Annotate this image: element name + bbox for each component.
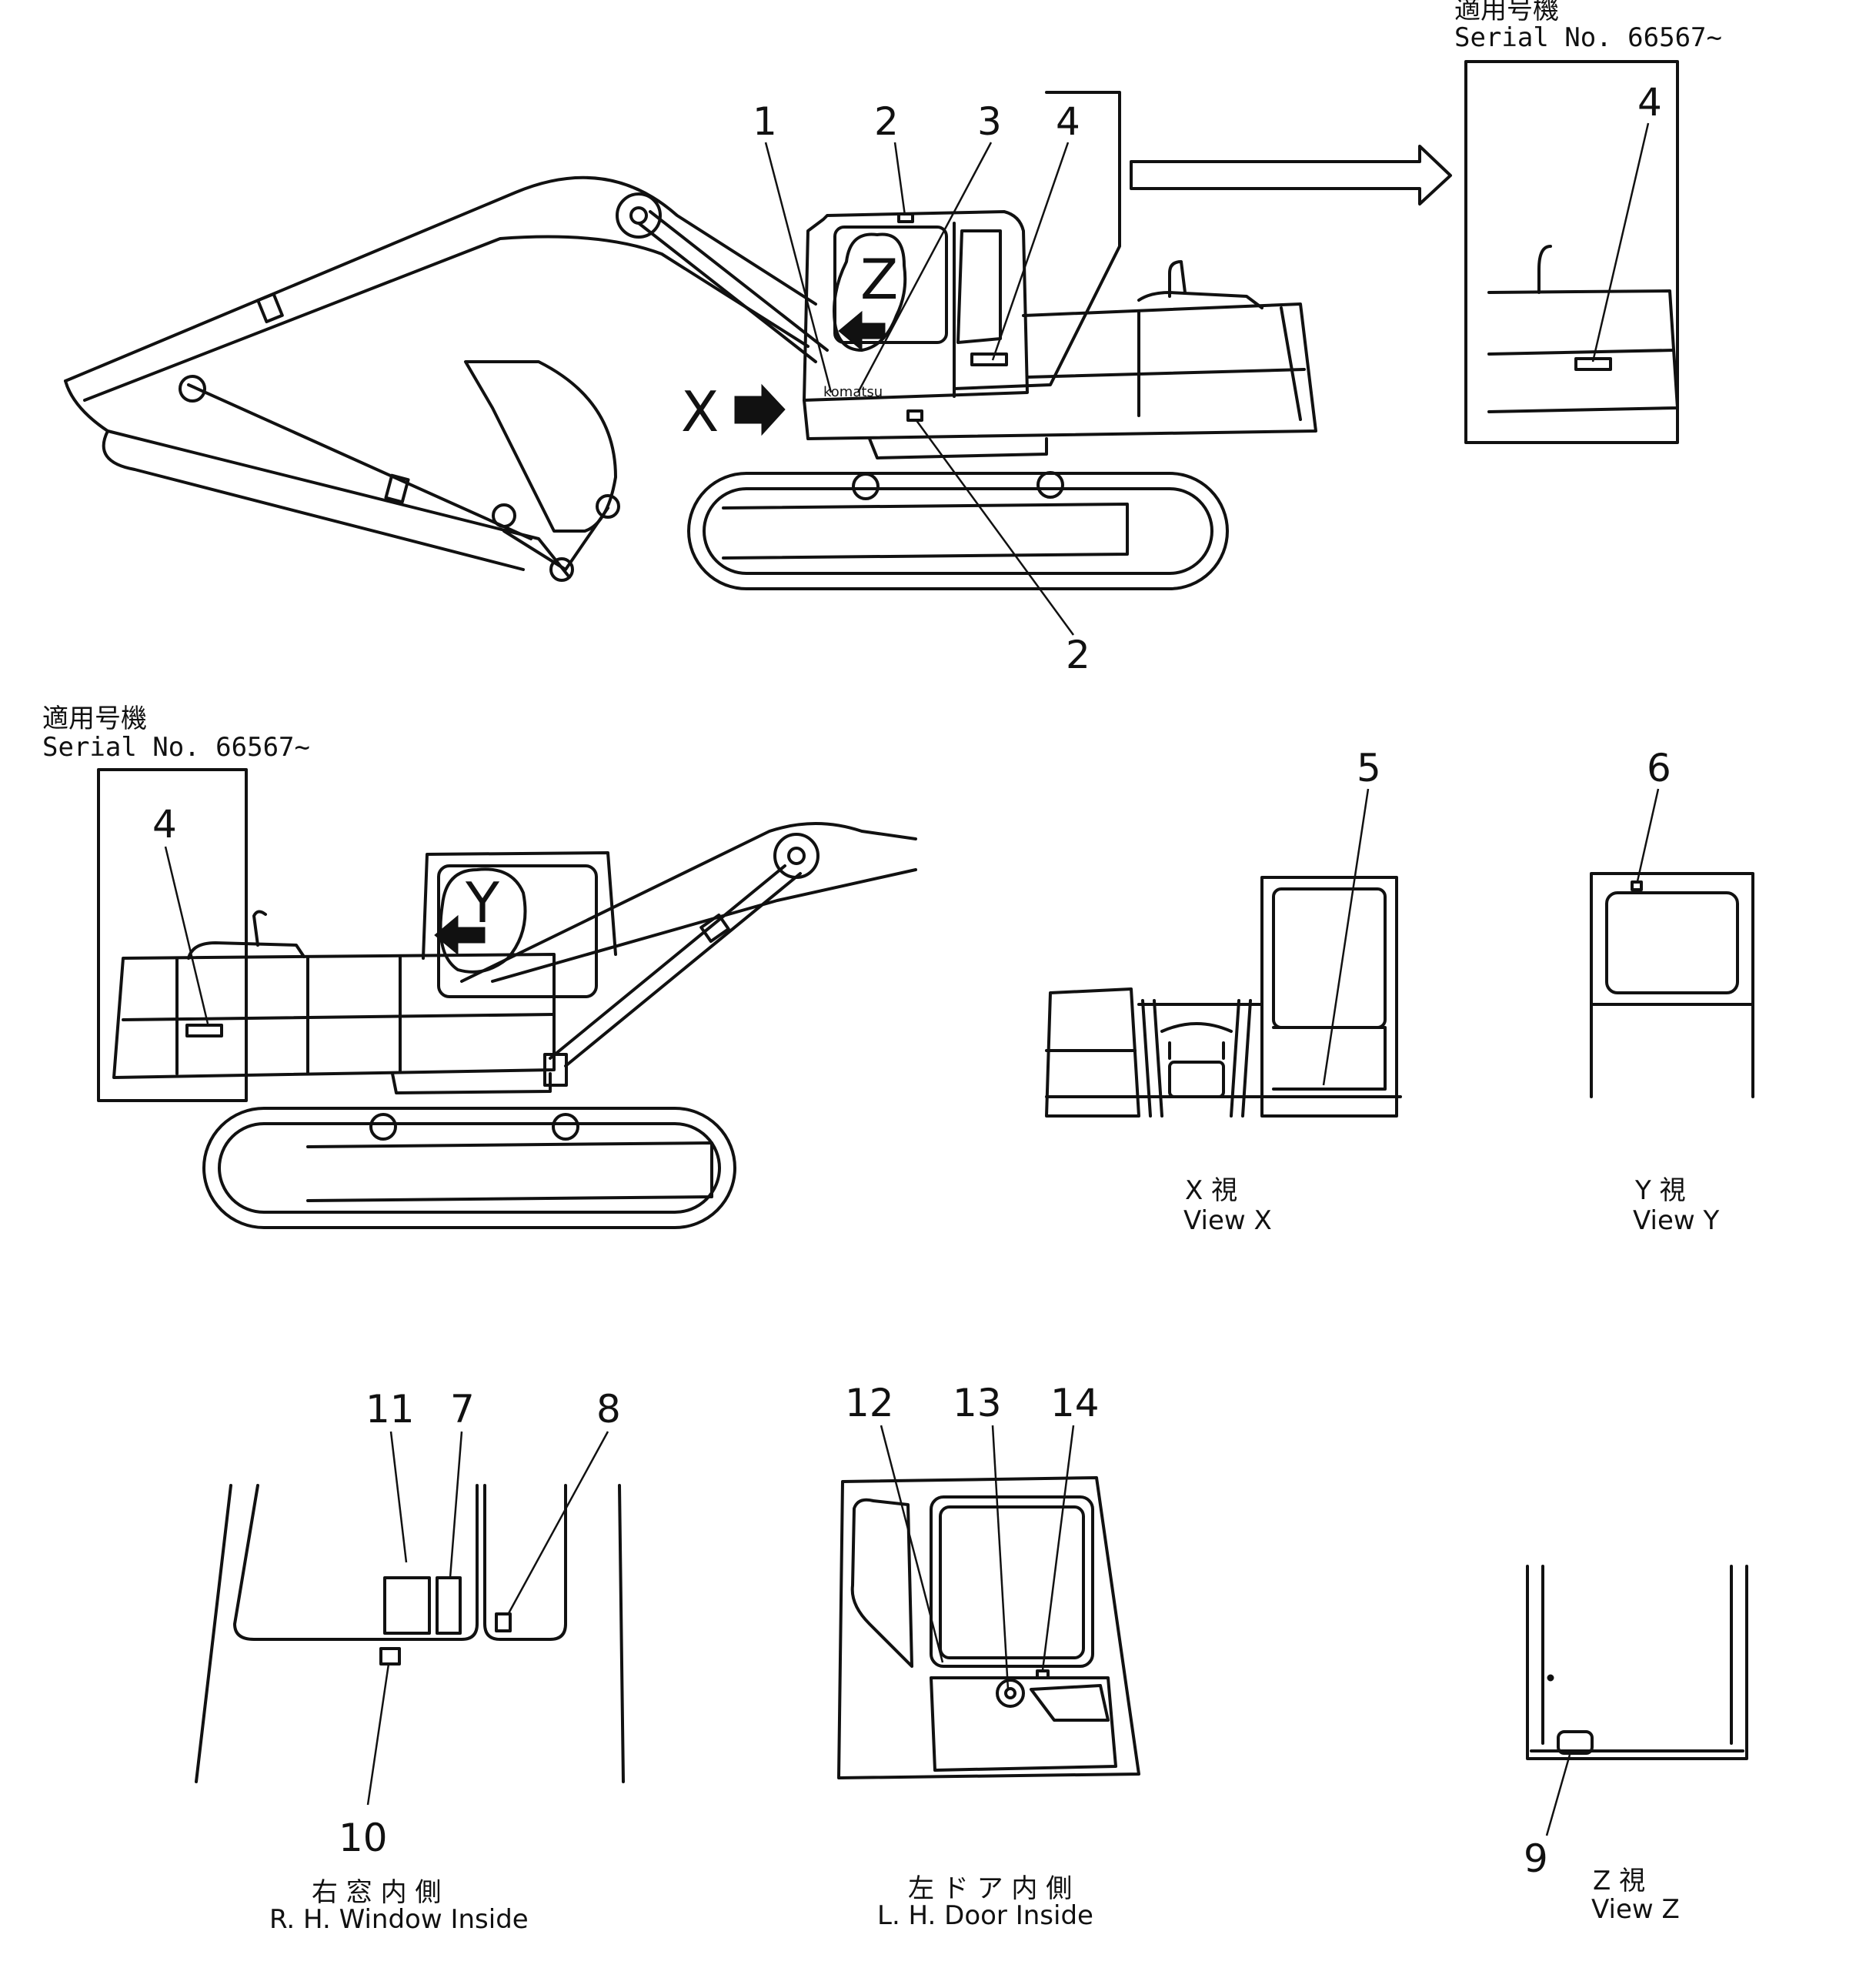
letter-y: Y xyxy=(465,870,500,935)
excavator-top: Z komatsu xyxy=(64,91,1317,590)
serial-left-en: Serial No. 66567~ xyxy=(42,732,310,763)
callout-3: 3 xyxy=(977,99,1002,144)
view-x-detail: 5 xyxy=(1045,746,1402,1118)
roller xyxy=(1036,471,1064,499)
callout-9: 9 xyxy=(1524,1836,1548,1881)
track-right-outer xyxy=(202,1107,736,1229)
detail-arrow xyxy=(1130,145,1452,205)
caption-lh-door-en: L. H. Door Inside xyxy=(877,1900,1093,1931)
callout-2-lower: 2 xyxy=(1066,633,1090,677)
callout-13: 13 xyxy=(953,1381,1002,1425)
cab-front-y xyxy=(1590,872,1754,1098)
svg-text:komatsu: komatsu xyxy=(823,384,883,400)
callout-1: 1 xyxy=(753,99,777,144)
view-y-arrow xyxy=(434,914,486,956)
callout-4-right: 4 xyxy=(1637,80,1662,125)
callout-6: 6 xyxy=(1647,746,1671,790)
boom-cylinder-right xyxy=(549,864,786,1060)
cab-right xyxy=(422,851,617,960)
view-x-arrow xyxy=(734,383,786,436)
letter-x: X xyxy=(681,379,719,444)
caption-view-z-en: View Z xyxy=(1591,1894,1680,1925)
caption-view-y-jp: Y 視 xyxy=(1634,1175,1686,1206)
boom-right-upper xyxy=(460,822,917,983)
callout-4: 4 xyxy=(1056,99,1080,144)
door-handle xyxy=(996,1679,1025,1708)
boom-upper xyxy=(64,175,817,383)
view-x-arrow-group: X xyxy=(681,379,786,444)
view-z-balloon xyxy=(833,232,907,352)
excavator-middle: 適用号機 Serial No. 66567~ 4 Y xyxy=(42,703,917,1229)
caption-rh-window-en: R. H. Window Inside xyxy=(269,1904,529,1935)
upper-body xyxy=(803,302,1317,440)
upper-body-right xyxy=(112,953,556,1079)
label-8-location xyxy=(495,1612,512,1632)
track-outer xyxy=(687,472,1229,590)
cab xyxy=(803,210,1029,402)
letter-z: Z xyxy=(860,247,898,312)
view-z-arrow xyxy=(838,310,886,352)
detail-outline xyxy=(953,91,1121,390)
label-6-location xyxy=(1631,880,1643,891)
caption-view-x-jp: X 視 xyxy=(1185,1175,1237,1206)
label-11-location xyxy=(383,1576,431,1635)
bucket xyxy=(464,360,617,533)
caption-view-z-jp: Z 視 xyxy=(1593,1866,1645,1896)
lh-door-detail: 12 13 14 xyxy=(837,1381,1140,1779)
exhaust xyxy=(1168,260,1187,298)
rh-window-detail: 11 7 8 10 xyxy=(195,1387,625,1860)
callout-2: 2 xyxy=(874,99,899,144)
callout-4-left: 4 xyxy=(152,802,177,847)
label-7-location xyxy=(436,1576,462,1635)
callout-8: 8 xyxy=(596,1387,621,1432)
door-main-window xyxy=(930,1495,1094,1668)
serial-right-en: Serial No. 66567~ xyxy=(1454,22,1722,53)
top-callouts: 1 2 3 4 2 xyxy=(753,99,1090,677)
boom-pin xyxy=(616,192,662,239)
label-4-left xyxy=(185,1024,223,1037)
track-right-inner xyxy=(218,1122,721,1214)
cab-window-front xyxy=(833,226,948,344)
callout-11: 11 xyxy=(366,1387,415,1432)
roller xyxy=(852,473,880,500)
serial-left-frame xyxy=(97,768,248,1102)
serial-right-frame xyxy=(1464,60,1679,444)
label-4-location xyxy=(970,352,1008,366)
callout-7: 7 xyxy=(450,1387,475,1432)
serial-left-jp: 適用号機 xyxy=(42,703,147,734)
serial-inset-right: 適用号機 Serial No. 66567~ 4 xyxy=(1454,0,1722,444)
track-inner xyxy=(703,487,1213,575)
counterweight-rear xyxy=(1045,987,1140,1118)
boom-cylinder xyxy=(637,222,817,363)
cab-rear xyxy=(1260,876,1398,1118)
door-outline xyxy=(837,1476,1140,1779)
label-2-location-top xyxy=(897,212,914,223)
label-14-location xyxy=(1036,1669,1050,1679)
door-small-window xyxy=(850,1498,913,1668)
view-y-detail: 6 xyxy=(1590,746,1754,1098)
caption-lh-door-jp: 左 ド ア 内 側 xyxy=(908,1873,1072,1904)
label-4-right xyxy=(1574,357,1612,371)
callout-10: 10 xyxy=(339,1816,388,1860)
label-2-location-bottom xyxy=(906,409,923,422)
callout-5: 5 xyxy=(1357,746,1381,790)
label-9-location xyxy=(1557,1730,1594,1755)
view-y-balloon xyxy=(439,867,527,974)
boom-lower xyxy=(83,235,809,402)
callout-12: 12 xyxy=(845,1381,894,1425)
callout-14: 14 xyxy=(1050,1381,1100,1425)
caption-view-y-en: View Y xyxy=(1633,1205,1719,1236)
cab-door-window xyxy=(956,229,1002,344)
view-z-detail: 9 xyxy=(1524,1565,1748,1881)
serial-right-jp: 適用号機 xyxy=(1454,0,1559,25)
label-10-location xyxy=(379,1647,401,1666)
caption-rh-window-jp: 右 窓 内 側 xyxy=(312,1877,441,1908)
caption-view-x-en: View X xyxy=(1183,1205,1272,1236)
